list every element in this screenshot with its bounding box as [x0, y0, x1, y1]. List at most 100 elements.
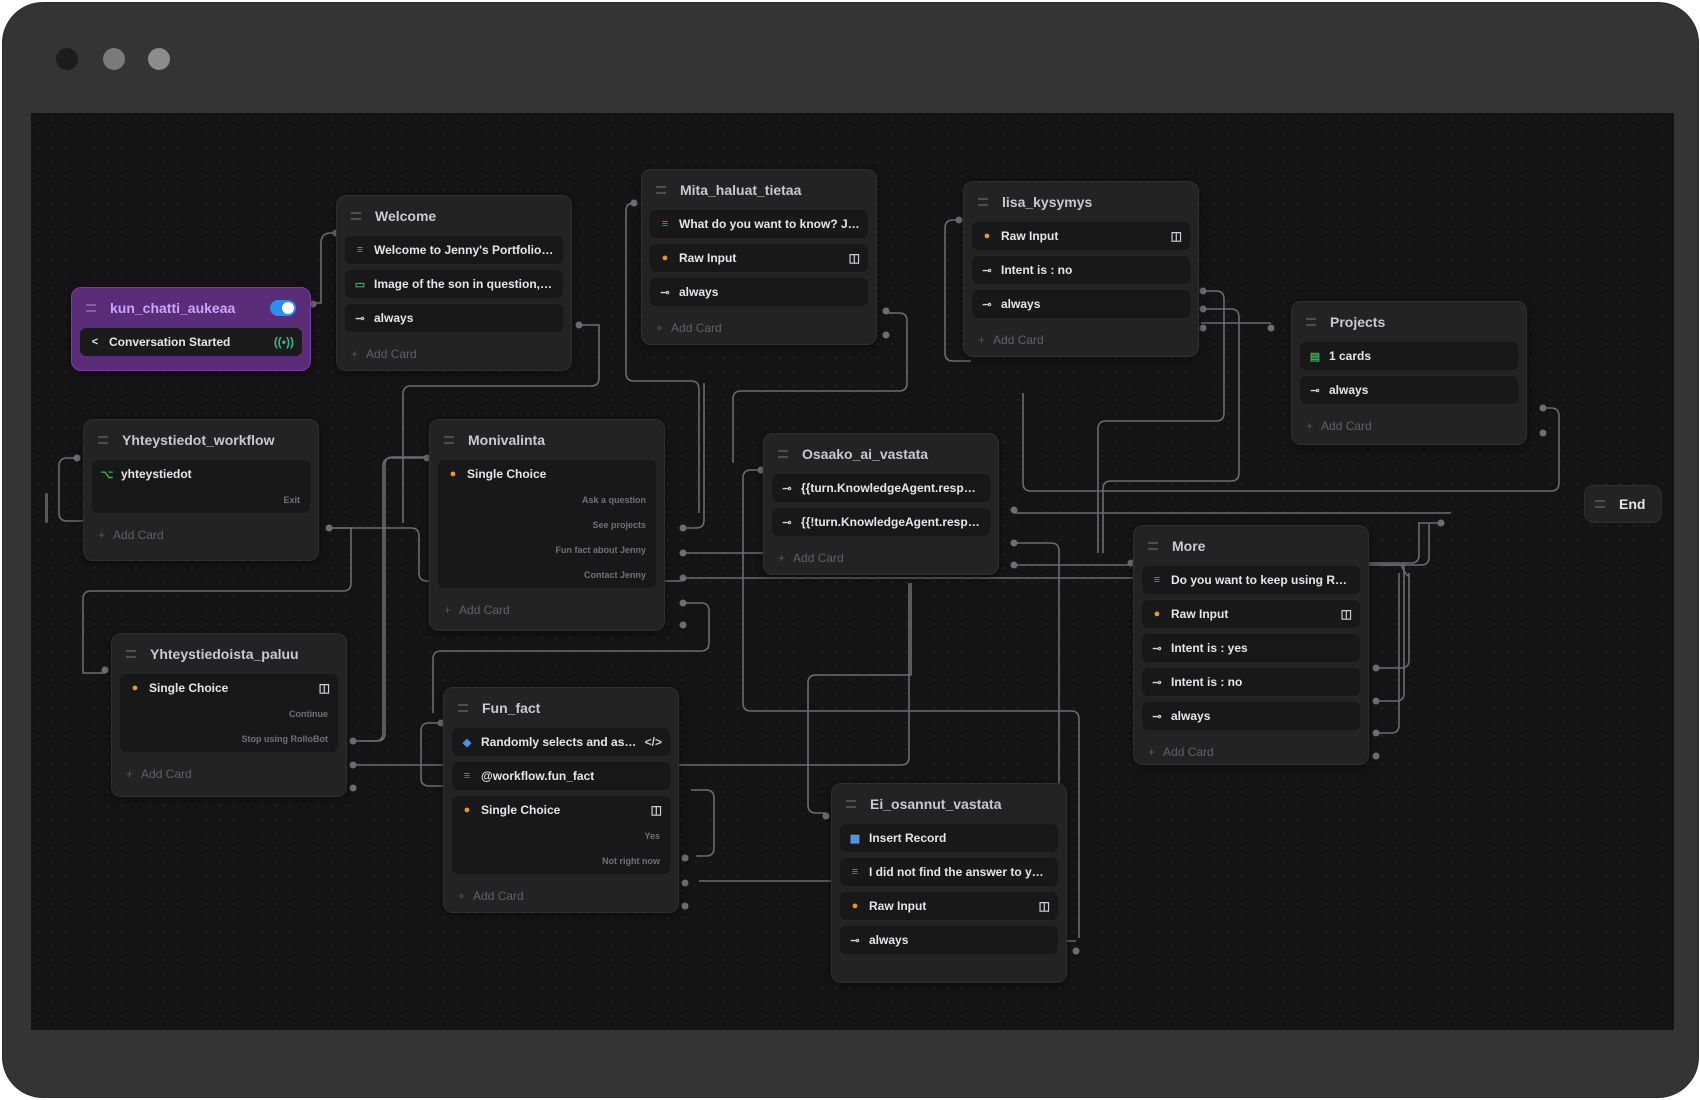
input-card[interactable]: ● Raw Input ◫	[1142, 600, 1360, 628]
yhteystiedot-workflow-node[interactable]: Yhteystiedot_workflow ⌥ yhteystiedot Exi…	[83, 419, 319, 561]
monivalinta-node[interactable]: Monivalinta ● Single Choice Ask a questi…	[429, 419, 665, 631]
drag-handle-icon[interactable]	[978, 198, 988, 206]
add-card-button[interactable]: + Add Card	[650, 312, 868, 344]
condition-card[interactable]: ⊸ always	[840, 926, 1058, 954]
single-choice-card[interactable]: ● Single Choice Ask a question See proje…	[438, 460, 656, 588]
choice-option[interactable]: Contact Jenny	[583, 570, 646, 580]
workflow-card[interactable]: ⌥ yhteystiedot Exit	[92, 460, 310, 513]
image-card[interactable]: ▭ Image of the son in question, Rollo ..…	[345, 270, 563, 298]
add-card-button[interactable]: + Add Card	[92, 519, 310, 551]
input-card[interactable]: ● Raw Input ◫	[840, 892, 1058, 920]
knowledge-book-icon[interactable]: ◫	[848, 251, 860, 265]
condition-card[interactable]: ⊸ always	[345, 304, 563, 332]
intent-card[interactable]: ⊸ Intent is : no	[1142, 668, 1360, 696]
knowledge-book-icon[interactable]: ◫	[1038, 899, 1050, 913]
condition-card[interactable]: ⊸ {{turn.KnowledgeAgent.responded}}	[772, 474, 990, 502]
choice-option[interactable]: See projects	[592, 520, 646, 530]
start-node[interactable]: kun_chatti_aukeaa < Conversation Started…	[71, 287, 311, 371]
osaako-node[interactable]: Osaako_ai_vastata ⊸ {{turn.KnowledgeAgen…	[763, 433, 999, 575]
input-card[interactable]: ● Raw Input ◫	[650, 244, 868, 272]
add-card-label: Add Card	[993, 333, 1044, 347]
input-card[interactable]: ● Raw Input ◫	[972, 222, 1190, 250]
knowledge-book-icon[interactable]: ◫	[318, 681, 330, 695]
fun-fact-node[interactable]: Fun_fact ◆ Randomly selects and assign..…	[443, 687, 679, 913]
add-card-button[interactable]: + Add Card	[345, 338, 563, 370]
drag-handle-icon[interactable]	[98, 436, 108, 444]
condition-card[interactable]: ⊸ always	[972, 290, 1190, 318]
drag-handle-icon[interactable]	[1306, 318, 1316, 326]
node-title: More	[1172, 538, 1206, 554]
add-card-button[interactable]: + Add Card	[452, 880, 670, 912]
add-card-button[interactable]: + Add Card	[120, 758, 338, 790]
welcome-node[interactable]: Welcome ≡ Welcome to Jenny's Portfolio !…	[336, 195, 572, 371]
message-card[interactable]: ≡ What do you want to know? Just ke...	[650, 210, 868, 238]
message-card[interactable]: ≡ Welcome to Jenny's Portfolio ! 😊 ...	[345, 236, 563, 264]
code-card[interactable]: ◆ Randomly selects and assign... </>	[452, 728, 670, 756]
drag-handle-icon[interactable]	[126, 650, 136, 658]
choice-option[interactable]: Fun fact about Jenny	[555, 545, 646, 555]
condition-card[interactable]: ⊸ {{!turn.KnowledgeAgent.responded}}	[772, 508, 990, 536]
message-card[interactable]: ≡ I did not find the answer to your qu..…	[840, 858, 1058, 886]
trigger-card[interactable]: < Conversation Started ((•))	[80, 328, 302, 356]
card-label: Image of the son in question, Rollo ...	[374, 277, 555, 291]
knowledge-book-icon[interactable]: ◫	[650, 803, 662, 817]
add-card-button[interactable]: + Add Card	[1300, 410, 1518, 442]
table-icon: ▦	[849, 832, 861, 845]
end-node[interactable]: End	[1584, 485, 1662, 523]
intent-card[interactable]: ⊸ Intent is : yes	[1142, 634, 1360, 662]
choice-option[interactable]: Stop using RolloBot	[241, 734, 328, 744]
variable-card[interactable]: ≡ @workflow.fun_fact	[452, 762, 670, 790]
workflow-icon: ⌥	[100, 468, 114, 481]
drag-handle-icon[interactable]	[458, 704, 468, 712]
drag-handle-icon[interactable]	[1595, 500, 1605, 508]
input-icon: ●	[1153, 608, 1161, 620]
message-card[interactable]: ≡ Do you want to keep using RolloBot?	[1142, 566, 1360, 594]
card-label: always	[1001, 297, 1041, 311]
drag-handle-icon[interactable]	[351, 212, 361, 220]
mita-node[interactable]: Mita_haluat_tietaa ≡ What do you want to…	[641, 169, 877, 345]
drag-handle-icon[interactable]	[656, 186, 666, 194]
projects-node[interactable]: Projects ▤ 1 cards ⊸ always + Add Card	[1291, 301, 1527, 445]
window-close-dot[interactable]	[56, 48, 78, 70]
insert-record-card[interactable]: ▦ Insert Record	[840, 824, 1058, 852]
input-icon: ●	[851, 900, 859, 912]
window-maximize-dot[interactable]	[148, 48, 170, 70]
choice-option[interactable]: Yes	[644, 831, 660, 841]
canvas-side-handle[interactable]	[45, 493, 48, 523]
add-card-button[interactable]: + Add Card	[972, 324, 1190, 356]
single-choice-card[interactable]: ● Single Choice ◫ Yes Not right now	[452, 796, 670, 874]
plus-icon: +	[458, 889, 466, 903]
condition-card[interactable]: ⊸ always	[1300, 376, 1518, 404]
plus-icon: +	[98, 528, 106, 542]
card-label: always	[1329, 383, 1369, 397]
lisa-kysymys-node[interactable]: lisa_kysymys ● Raw Input ◫ ⊸ Intent is :…	[963, 181, 1199, 357]
drag-handle-icon[interactable]	[1148, 542, 1158, 550]
ei-osannut-vastata-node[interactable]: Ei_osannut_vastata ▦ Insert Record ≡ I d…	[831, 783, 1067, 983]
connection-ports	[73, 199, 1547, 955]
choice-option[interactable]: Not right now	[602, 856, 660, 866]
choice-option[interactable]: Ask a question	[581, 495, 646, 505]
knowledge-book-icon[interactable]: ◫	[1340, 607, 1352, 621]
single-choice-card[interactable]: ● Single Choice ◫ Continue Stop using Ro…	[120, 674, 338, 752]
drag-handle-icon[interactable]	[846, 800, 856, 808]
flow-canvas[interactable]: kun_chatti_aukeaa < Conversation Started…	[31, 113, 1674, 1030]
more-node[interactable]: More ≡ Do you want to keep using RolloBo…	[1133, 525, 1369, 765]
drag-handle-icon[interactable]	[444, 436, 454, 444]
condition-card[interactable]: ⊸ always	[1142, 702, 1360, 730]
add-card-button[interactable]: + Add Card	[772, 542, 990, 574]
node-title: Mita_haluat_tietaa	[680, 182, 802, 198]
intent-card[interactable]: ⊸ Intent is : no	[972, 256, 1190, 284]
add-card-button[interactable]: + Add Card	[438, 594, 656, 626]
start-enabled-toggle[interactable]	[270, 300, 296, 316]
window-minimize-dot[interactable]	[103, 48, 125, 70]
drag-handle-icon[interactable]	[86, 304, 96, 312]
add-card-button[interactable]: + Add Card	[1142, 736, 1360, 768]
code-brackets-icon[interactable]: </>	[644, 735, 662, 749]
yhteystiedoista-paluu-node[interactable]: Yhteystiedoista_paluu ● Single Choice ◫ …	[111, 633, 347, 797]
condition-arrow-icon: ⊸	[1310, 384, 1320, 397]
condition-card[interactable]: ⊸ always	[650, 278, 868, 306]
cards-group-card[interactable]: ▤ 1 cards	[1300, 342, 1518, 370]
choice-option[interactable]: Continue	[289, 709, 328, 719]
drag-handle-icon[interactable]	[778, 450, 788, 458]
knowledge-book-icon[interactable]: ◫	[1170, 229, 1182, 243]
